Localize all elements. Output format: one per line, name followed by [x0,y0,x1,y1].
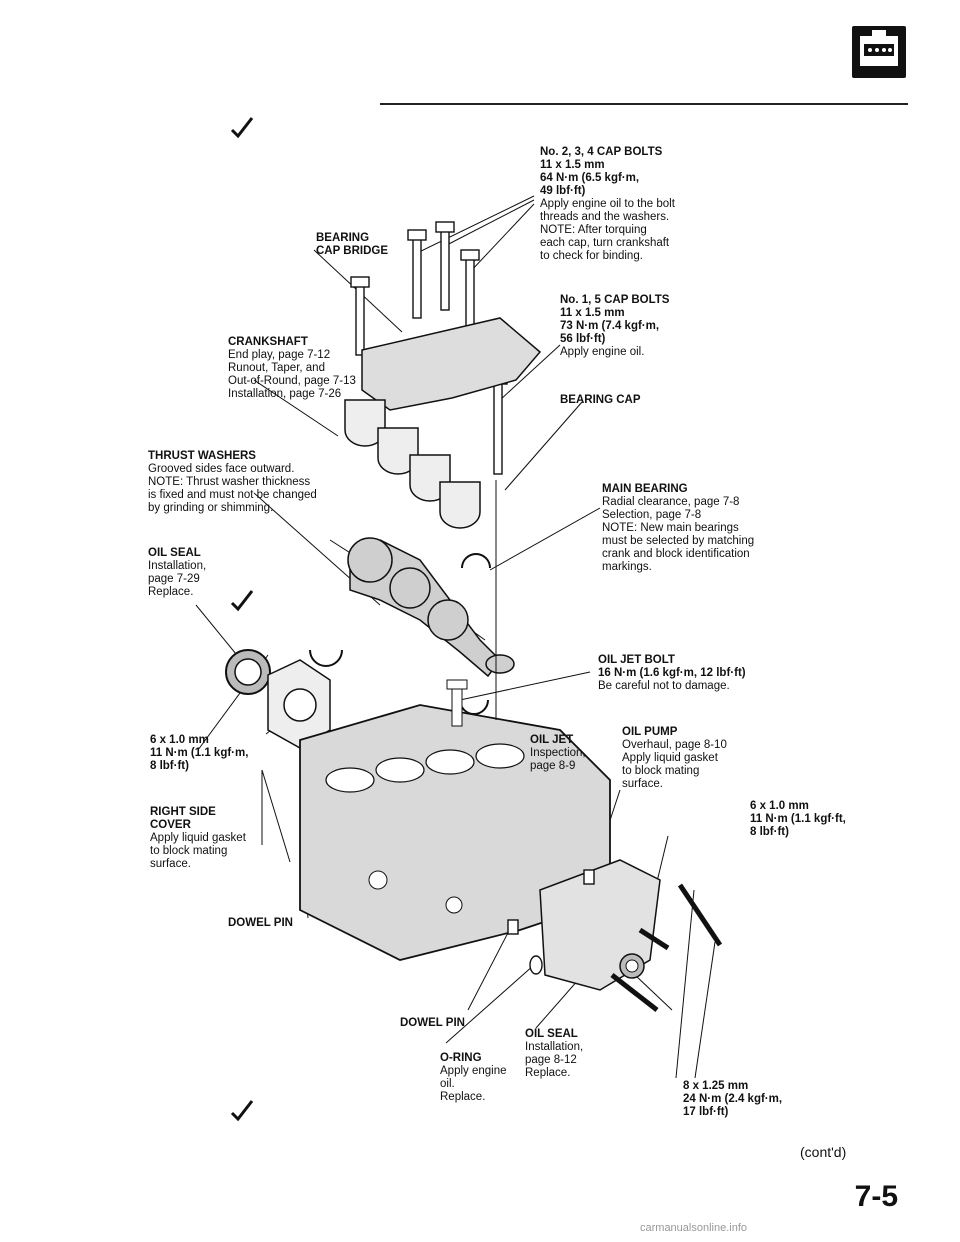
label-title: OIL SEAL [148,547,201,559]
label-bolt-right: 6 x 1.0 mm 11 N·m (1.1 kgf·ft, 8 lbf·ft) [750,800,846,839]
section-tab-icon [852,26,906,78]
label-note: Apply liquid gasket to block mating surf… [150,832,246,870]
label-title: OIL PUMP [622,726,678,738]
label-spec: 24 N·m (2.4 kgf·m, [683,1093,783,1105]
label-title: No. 1, 5 CAP BOLTS [560,294,670,306]
label-note: Radial clearance, page 7-8 Selection, pa… [602,496,755,573]
label-title: DOWEL PIN [228,917,293,929]
label-note: Apply engine oil. Replace. [440,1065,507,1103]
label-o-ring: O-RING Apply engine oil. Replace. [440,1052,507,1104]
label-right-side-cover: RIGHT SIDE COVER Apply liquid gasket to … [150,806,246,871]
label-title: CAP BRIDGE [316,245,388,257]
label-bearing-cap: BEARING CAP [560,394,641,407]
label-bearing-cap-bridge: BEARING CAP BRIDGE [316,232,388,258]
label-title: CRANKSHAFT [228,336,308,348]
label-dowel-pin-1: DOWEL PIN [228,917,293,930]
label-note: End play, page 7-12 Runout, Taper, and O… [228,349,356,400]
label-bolt-bottom: 8 x 1.25 mm 24 N·m (2.4 kgf·m, 17 lbf·ft… [683,1080,782,1119]
label-oil-seal-bottom: OIL SEAL Installation, page 8-12 Replace… [525,1028,583,1080]
label-title: THRUST WASHERS [148,450,256,462]
label-note: Installation, page 7-29 Replace. [148,560,207,598]
label-oil-pump: OIL PUMP Overhaul, page 8-10 Apply liqui… [622,726,727,791]
label-title: DOWEL PIN [400,1017,465,1029]
label-oil-seal-top: OIL SEAL Installation, page 7-29 Replace… [148,547,206,599]
label-note: Apply engine oil to the bolt threads and… [540,198,675,262]
continued-note: (cont'd) [800,1144,847,1160]
label-spec: 8 x 1.25 mm [683,1080,749,1092]
label-title: OIL SEAL [525,1028,578,1040]
margin-check-marks [230,117,254,1122]
label-title: BEARING CAP [560,394,641,406]
label-title: No. 2, 3, 4 CAP BOLTS [540,146,663,158]
assembly-guide-lines [261,480,497,845]
label-note: Inspection, page 8-9 [530,747,586,772]
bearing-caps [344,399,481,529]
oil-pump-shape [539,859,661,991]
label-title: COVER [150,819,191,831]
label-dowel-pin-2: DOWEL PIN [400,1017,465,1030]
label-note: Apply engine oil. [560,346,645,358]
page-number: 7-5 [854,1180,898,1213]
label-spec: 49 lbf·ft) [540,185,586,197]
label-title: MAIN BEARING [602,483,688,495]
right-side-cover-shape [267,659,331,749]
label-note: Be careful not to damage. [598,680,730,692]
label-title: RIGHT SIDE [150,806,216,818]
label-title: OIL JET [530,734,574,746]
label-note: Overhaul, page 8-10 Apply liquid gasket … [622,739,727,790]
label-spec: 56 lbf·ft) [560,333,606,345]
label-oil-jet: OIL JET Inspection, page 8-9 [530,734,586,773]
label-oil-jet-bolt: OIL JET BOLT 16 N·m (1.6 kgf·m, 12 lbf·f… [598,654,746,693]
label-cap-bolts-15: No. 1, 5 CAP BOLTS 11 x 1.5 mm 73 N·m (7… [560,294,669,359]
bearing-cap-bridge-shape [361,317,542,411]
label-title: OIL JET BOLT [598,654,675,666]
label-spec: 73 N·m (7.4 kgf·m, [560,320,660,332]
label-bolt-left: 6 x 1.0 mm 11 N·m (1.1 kgf·m, 8 lbf·ft) [150,734,248,773]
label-spec: 11 x 1.5 mm [560,307,625,319]
label-spec: 6 x 1.0 mm [150,734,209,746]
dowel-pins-and-bolts [507,869,723,1012]
label-spec: 8 lbf·ft) [150,760,189,772]
label-title: BEARING [316,232,370,244]
label-crankshaft: CRANKSHAFT End play, page 7-12 Runout, T… [228,336,356,401]
label-spec: 16 N·m (1.6 kgf·m, 12 lbf·ft) [598,667,746,679]
label-main-bearing: MAIN BEARING Radial clearance, page 7-8 … [602,483,754,574]
crankshaft-shape [347,537,515,678]
label-thrust-washers: THRUST WASHERS Grooved sides face outwar… [148,450,317,515]
label-spec: 11 x 1.5 mm [540,159,605,171]
header-rule [380,103,908,105]
label-spec: 64 N·m (6.5 kgf·m, [540,172,640,184]
oil-seal-top-shape [225,649,271,695]
label-cap-bolts-234: No. 2, 3, 4 CAP BOLTS 11 x 1.5 mm 64 N·m… [540,146,675,263]
label-note: Grooved sides face outward. NOTE: Thrust… [148,463,317,514]
label-title: O-RING [440,1052,482,1064]
label-spec: 11 N·m (1.1 kgf·m, [150,747,249,759]
oil-jet-shape [446,679,468,727]
label-note: Installation, page 8-12 Replace. [525,1041,584,1079]
label-spec: 6 x 1.0 mm [750,800,809,812]
label-spec: 11 N·m (1.1 kgf·ft, [750,813,846,825]
label-spec: 8 lbf·ft) [750,826,789,838]
label-spec: 17 lbf·ft) [683,1106,729,1118]
watermark: carmanualsonline.info [640,1222,748,1234]
